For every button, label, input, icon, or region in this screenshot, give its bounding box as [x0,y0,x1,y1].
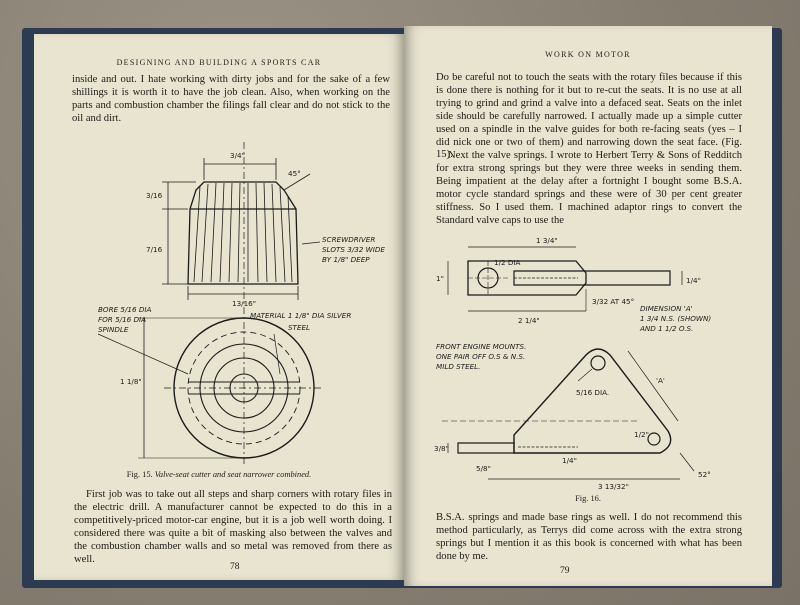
mount-side-view [442,348,695,480]
dim-base-length: 3 13/32" [598,482,629,491]
note-screwdriver-2: SLOTS 3/32 WIDE [322,245,385,254]
figure-16-drawing: 1 3/4" 1/2 DIA 1" 1/4" 3/32 AT 45° 2 1/4… [434,236,711,491]
dim-diameter: 1 1/8" [120,377,142,386]
dim-left-large: 7/16 [146,245,163,254]
left-paragraph-1: inside and out. I hate working with dirt… [72,74,390,124]
dim-angle-52: 52° [698,470,711,479]
left-running-head: DESIGNING AND BUILDING A SPORTS CAR [116,58,322,67]
dim-width: 2 1/4" [518,316,540,325]
dim-top: 3/4" [230,151,245,160]
figure-15-drawing: 3/4" 45° 3/16 7/16 13/16" SCREWDRIVER SL… [97,142,385,464]
figure-15-title: Valve-seat cutter and seat narrower comb… [154,470,312,479]
figure-15-label: Fig. 15. [126,470,153,479]
dim-hole-side: 5/16 DIA. [576,388,609,397]
dim-a-3: AND 1 1/2 O.S. [639,324,693,333]
note-bore-2: FOR 5/16 DIA [98,315,146,324]
cutter-profile [187,181,299,285]
dim-hole-top: 1/2 DIA [494,258,521,267]
cutter-plan-view [97,317,324,459]
note-material-1: MATERIAL 1 1/8" DIA SILVER [250,311,351,320]
right-paragraph-2: Next the valve springs. I wrote to Herbe… [436,150,742,226]
right-page: WORK ON MOTOR Do be careful not to touch… [404,26,772,586]
dim-small-3: 1/4" [562,456,577,465]
left-page: DESIGNING AND BUILDING A SPORTS CAR insi… [34,34,404,580]
right-paragraph-3: B.S.A. springs and made base rings as we… [436,512,742,562]
note-bore-1: BORE 5/16 DIA [98,305,151,314]
note-bore-3: SPINDLE [98,325,129,334]
figure-16-caption: Fig. 16. [575,494,601,503]
right-paragraph-1: Do be careful not to touch the seats wit… [436,72,742,161]
note-mounts-2: ONE PAIR OFF O.S & N.S. [436,352,525,361]
dim-left-height: 1" [436,274,444,283]
dim-right-thickness: 1/4" [686,276,701,285]
note-mounts-3: MILD STEEL. [436,362,480,371]
dim-small-2: 3/8" [434,444,449,453]
dim-small-1: 1/2" [634,430,649,439]
dim-a-2: 1 3/4 N.S. (SHOWN) [640,314,711,323]
dim-chamfer: 3/32 AT 45° [592,297,634,306]
figure-15-caption: Fig. 15. Valve-seat cutter and seat narr… [34,470,404,479]
dim-a-1: DIMENSION 'A' [640,304,693,313]
right-page-number: 79 [560,566,570,576]
left-paragraph-2: First job was to take out all steps and … [74,489,392,565]
dim-bottom: 13/16" [232,299,256,308]
dim-angle: 45° [288,169,301,178]
dim-top-length: 1 3/4" [536,236,558,245]
note-mounts-1: FRONT ENGINE MOUNTS. [436,342,526,351]
right-running-head: WORK ON MOTOR [545,50,631,59]
note-screwdriver-3: BY 1/8" DEEP [322,255,370,264]
note-screwdriver-1: SCREWDRIVER [322,235,375,244]
dim-left-small: 3/16 [146,191,163,200]
dim-small-4: 5/8" [476,464,491,473]
dim-a-label: 'A' [656,376,665,385]
note-material-2: STEEL [288,323,310,332]
mount-top-view [447,246,683,312]
left-page-number: 78 [230,562,240,572]
